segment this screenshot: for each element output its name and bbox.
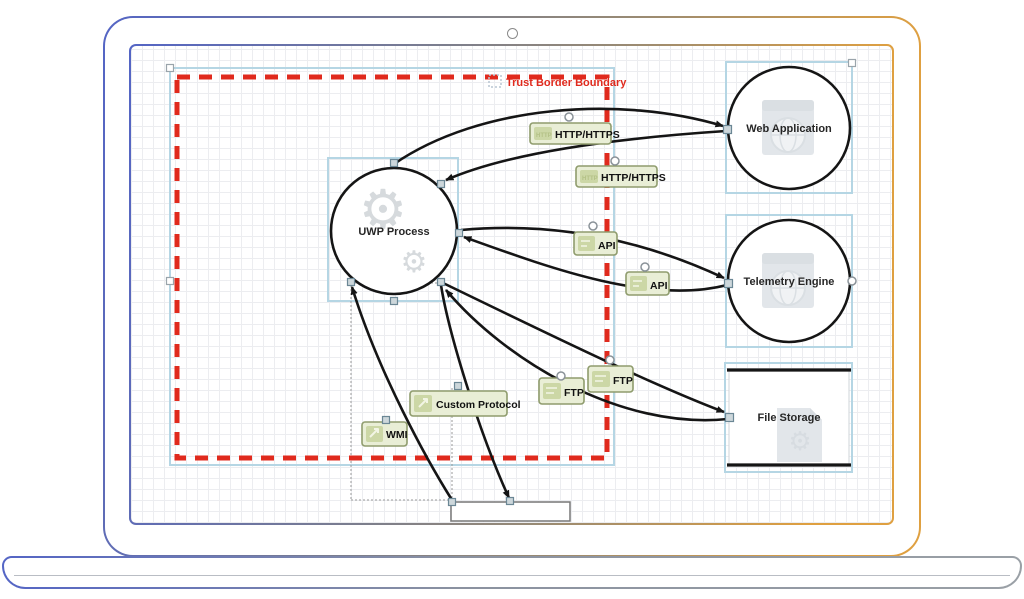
flow-label-text: FTP — [613, 375, 633, 387]
node-uwp-process[interactable]: ⚙ ⚙ UWP Process — [329, 166, 459, 296]
connector-handle[interactable] — [436, 277, 446, 287]
flow-ftp-request[interactable] — [442, 281, 725, 414]
gear-watermark-icon: ⚙ — [359, 180, 407, 240]
selection-box-trust-boundary[interactable] — [169, 67, 615, 466]
connector-handle[interactable] — [454, 228, 464, 238]
connector-handle[interactable] — [723, 278, 734, 289]
connector-handle[interactable] — [724, 412, 735, 423]
flow-label-text: HTTP/HTTPS — [601, 172, 666, 184]
trust-boundary[interactable] — [174, 74, 610, 461]
browser-watermark-icon — [762, 100, 814, 155]
flow-label-api-2[interactable]: API — [625, 271, 670, 296]
flow-label-wmi[interactable]: WMI — [361, 421, 408, 447]
flow-labels: HTTP HTTP/HTTPS HTTP HTTP/HTTPS API API — [361, 122, 670, 447]
flow-label-text: HTTP/HTTPS — [555, 129, 620, 141]
api-icon — [630, 276, 647, 291]
flow-midpoint-handle[interactable] — [610, 156, 620, 166]
connector-handle[interactable] — [453, 381, 463, 391]
http-icon — [580, 170, 598, 183]
flow-midpoint-handle[interactable] — [847, 276, 857, 286]
flow-label-text: FTP — [564, 387, 584, 399]
flow-label-custom-protocol[interactable]: Custom Protocol — [409, 390, 521, 417]
ftp-icon — [543, 383, 561, 399]
api-icon — [578, 236, 595, 251]
file-watermark-icon: ⚙ — [777, 408, 822, 462]
browser-watermark-icon — [762, 253, 814, 308]
gear-watermark-icon: ⚙ — [401, 246, 428, 279]
connector-handle[interactable] — [346, 277, 356, 287]
selection-handle[interactable] — [165, 276, 175, 286]
http-icon-text: HTTP — [582, 176, 598, 182]
laptop-base-seam — [14, 575, 1010, 576]
flow-label-http-1[interactable]: HTTP HTTP/HTTPS — [529, 122, 620, 145]
http-icon-text: HTTP — [536, 133, 552, 139]
telemetry-engine-label: Telemetry Engine — [744, 276, 835, 288]
node-file-storage[interactable]: ⚙ File Storage — [727, 368, 851, 467]
flow-label-text: WMI — [386, 429, 408, 441]
flow-label-text: API — [650, 280, 668, 292]
laptop-camera-icon — [507, 28, 518, 39]
connector-handle[interactable] — [505, 496, 515, 506]
flow-label-text: Custom Protocol — [436, 399, 521, 411]
selection-boxes — [169, 61, 853, 473]
flow-midpoint-handle[interactable] — [640, 262, 650, 272]
flow-http-response[interactable] — [445, 129, 727, 182]
flow-label-ftp-2[interactable]: FTP — [538, 377, 585, 405]
flow-label-http-2[interactable]: HTTP HTTP/HTTPS — [575, 165, 666, 188]
web-application-label: Web Application — [746, 123, 832, 135]
round-handles — [556, 112, 857, 381]
flow-midpoint-handle[interactable] — [588, 221, 598, 231]
uwp-process-label: UWP Process — [358, 226, 429, 238]
connector-handle[interactable] — [381, 415, 391, 425]
connector-handle[interactable] — [722, 124, 733, 135]
flow-midpoint-handle[interactable] — [564, 112, 574, 122]
flow-wmi[interactable] — [350, 286, 454, 501]
connector-handle[interactable] — [447, 497, 457, 507]
flow-label-text: API — [598, 240, 616, 252]
flow-custom-protocol[interactable] — [439, 284, 511, 499]
laptop-base-face — [4, 558, 1020, 587]
svg-text:⚙: ⚙ — [788, 426, 811, 456]
ftp-icon — [592, 371, 610, 387]
flow-label-api-1[interactable]: API — [573, 231, 618, 256]
trust-boundary-text: Trust Border Boundary — [506, 77, 627, 89]
connector-handle[interactable] — [436, 179, 446, 189]
data-flows — [350, 107, 729, 501]
flow-http-request[interactable] — [393, 107, 724, 166]
connector-handles — [165, 58, 857, 507]
connector-handle[interactable] — [389, 296, 399, 306]
selection-handle[interactable] — [847, 58, 857, 68]
selection-handle[interactable] — [165, 63, 175, 73]
node-telemetry-engine[interactable]: Telemetry Engine — [726, 218, 852, 344]
trust-boundary-label[interactable]: Trust Border Boundary — [488, 74, 627, 89]
flow-api-response[interactable] — [463, 235, 728, 292]
boundary-box-icon — [488, 74, 502, 88]
file-storage-label: File Storage — [758, 412, 821, 424]
node-web-application[interactable]: Web Application — [726, 65, 852, 191]
flow-midpoint-handle[interactable] — [556, 371, 566, 381]
flow-midpoint-handle[interactable] — [605, 355, 615, 365]
http-icon — [534, 127, 552, 140]
laptop-base — [2, 556, 1022, 589]
flow-label-ftp-1[interactable]: FTP — [587, 365, 634, 393]
connector-handle[interactable] — [389, 158, 399, 168]
